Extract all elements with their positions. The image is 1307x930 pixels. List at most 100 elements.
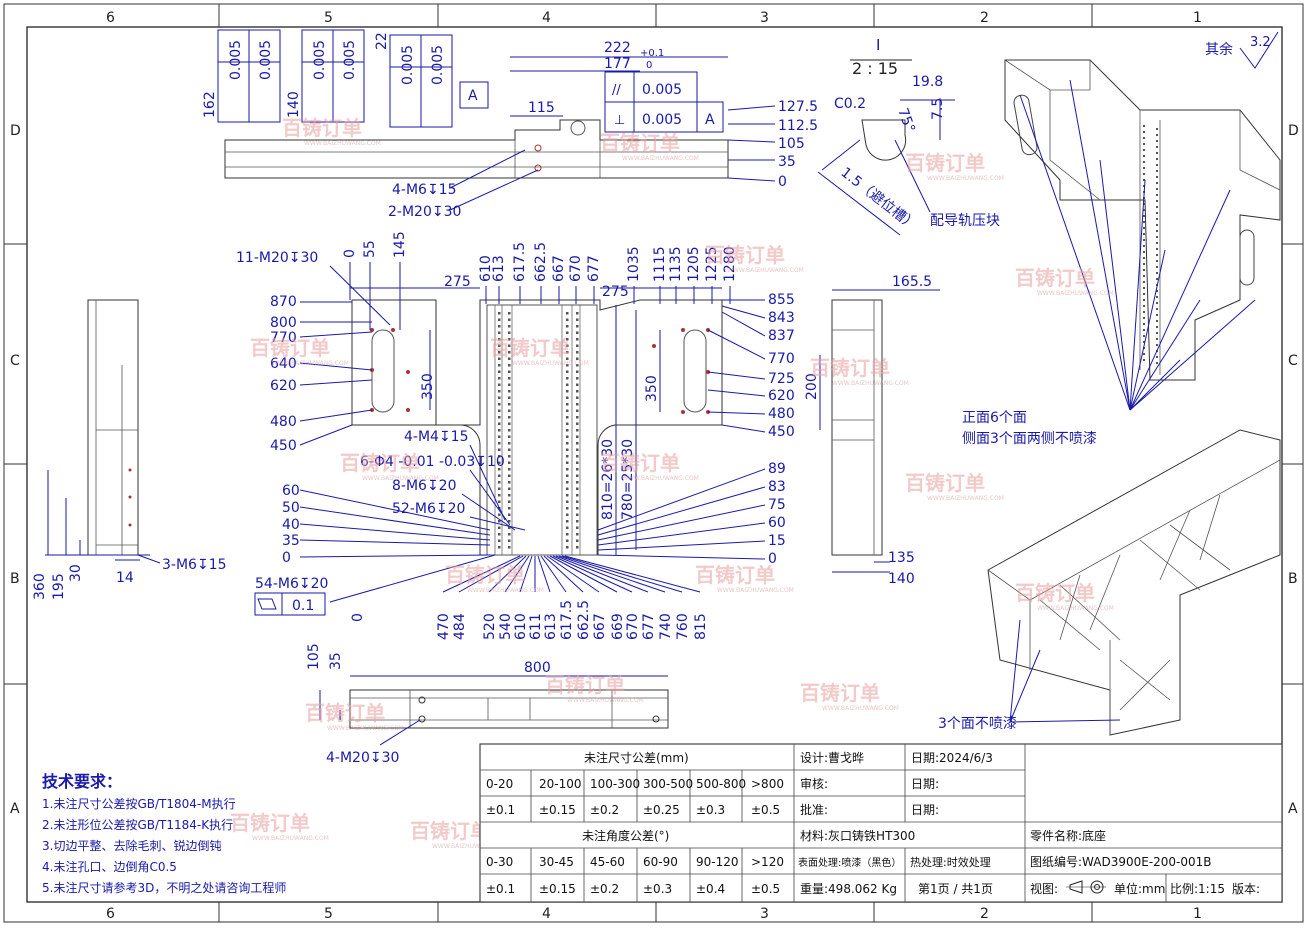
watermark-sub: WWW.BAIZHUWANG.COM <box>717 587 794 594</box>
watermark-text: 百铸订单 <box>305 701 385 725</box>
dim-195: 195 <box>51 573 67 600</box>
tech-item: 3.切边平整、去除毛刺、锐边倒钝 <box>42 838 221 853</box>
approve-field: 批准: <box>800 802 828 817</box>
col-label: 2 <box>980 10 989 26</box>
hole-note: 2-M20↧30 <box>388 204 461 220</box>
angle-75: 75° <box>894 106 918 135</box>
hole-note: 54-M6↧20 <box>255 576 328 592</box>
tol-cell: 300-500 <box>643 777 693 791</box>
watermark-text: 百铸订单 <box>705 243 785 267</box>
projection-icon <box>1066 880 1106 894</box>
watermark-text: 百铸订单 <box>905 471 985 495</box>
watermark-text: 百铸订单 <box>905 151 985 175</box>
dim-165-5: 165.5 <box>892 274 932 290</box>
perpendicular-icon: ⊥ <box>614 113 625 128</box>
tol-cell: 45-60 <box>590 855 625 869</box>
tol-lower: 0 <box>646 60 652 71</box>
paint-note: 侧面3个面两侧不喷漆 <box>962 431 1097 447</box>
level: 0 <box>768 551 777 567</box>
coord: 1135 <box>668 246 684 282</box>
datum-a: A <box>468 88 478 104</box>
iso-view-top: 正面6个面 侧面3个面两侧不喷漆 <box>962 59 1281 447</box>
coord: 677 <box>641 613 657 640</box>
tol-cell: 30-45 <box>539 855 574 869</box>
level: 640 <box>270 356 297 372</box>
level: 35 <box>282 533 300 549</box>
chamfer-label: C0.2 <box>834 96 866 112</box>
front-view: 870 800 770 640 620 480 450 60 50 40 35 … <box>236 231 821 640</box>
gdt-value: 0.005 <box>342 40 358 80</box>
row-label: A <box>10 801 20 817</box>
level: 83 <box>768 479 786 495</box>
dim-360: 360 <box>32 573 48 600</box>
hole-note: 4-M6↧15 <box>392 182 457 198</box>
watermark-text: 百铸订单 <box>600 131 680 155</box>
dim-350: 350 <box>420 373 436 400</box>
level: 770 <box>768 351 795 367</box>
design-field: 设计:曹戈晔 <box>800 751 864 765</box>
coord: 669 <box>610 613 626 640</box>
coord: 617.5 <box>512 242 528 282</box>
part-name-field: 零件名称:底座 <box>1030 828 1106 843</box>
weight-field: 重量:498.062 Kg <box>800 882 897 896</box>
watermark-text: 百铸订单 <box>282 116 362 140</box>
gdt-value: 0.005 <box>400 45 416 85</box>
rail-holes <box>498 312 579 549</box>
level-labels: 127.5 112.5 105 35 0 <box>727 99 818 190</box>
gdt-value: 0.005 <box>312 40 328 80</box>
level: 15 <box>768 533 786 549</box>
tol-cell: ±0.1 <box>486 882 515 896</box>
coord: 667 <box>592 613 608 640</box>
col-label: 3 <box>760 906 769 922</box>
watermark-text: 百铸订单 <box>1015 581 1095 605</box>
level: 770 <box>270 330 297 346</box>
level: 0 <box>282 550 291 566</box>
level: 127.5 <box>778 99 818 115</box>
watermark-sub: WWW.BAIZHUWANG.COM <box>327 725 404 732</box>
level: 60 <box>282 483 300 499</box>
watermark-sub: WWW.BAIZHUWANG.COM <box>252 835 329 842</box>
tol-cell: ±0.15 <box>539 882 576 896</box>
tol-cell: 0-20 <box>486 777 513 791</box>
tol-cell: 100-300 <box>590 777 640 791</box>
level: 870 <box>270 294 297 310</box>
top-labels-left: 0 55 145 275 275 <box>342 231 722 330</box>
gdt-value: 0.005 <box>642 112 682 128</box>
level: 450 <box>768 424 795 440</box>
tol-cell: 0-30 <box>486 855 513 869</box>
dim-35: 35 <box>328 652 344 670</box>
bottom-view: 800 105 35 4-M20↧30 <box>306 643 669 766</box>
flatness-icon <box>257 598 277 610</box>
tol-cell: 20-100 <box>539 777 582 791</box>
row-label: B <box>10 571 20 587</box>
level: 855 <box>768 292 795 308</box>
dim-222: 222 <box>604 40 631 56</box>
parallel-icon: // <box>612 83 621 98</box>
gdt-value: 0.1 <box>292 598 314 614</box>
watermark-sub: WWW.BAIZHUWANG.COM <box>467 587 544 594</box>
tech-item: 1.未注尺寸公差按GB/T1804-M执行 <box>42 796 236 811</box>
material-field: 材料:灰口铸铁HT300 <box>800 828 915 843</box>
top-view: 0.005 0.005 162 0.005 0.005 140 0.005 0.… <box>202 29 818 220</box>
coord: 1115 <box>652 246 668 282</box>
unit-field: 单位:mm <box>1114 881 1165 896</box>
left-levels: 870 800 770 640 620 480 450 <box>270 294 373 454</box>
tol-cell: >800 <box>751 777 784 791</box>
dim-350: 350 <box>644 375 660 402</box>
hole-note: 52-M6↧20 <box>392 501 465 517</box>
col-label: 1 <box>1193 10 1202 26</box>
gdt-datum: A <box>705 112 715 128</box>
watermark-sub: WWW.BAIZHUWANG.COM <box>927 175 1004 182</box>
coord: 610 <box>478 255 494 282</box>
tol-upper: +0.1 <box>640 48 664 59</box>
watermark-sub: WWW.BAIZHUWANG.COM <box>567 697 644 704</box>
review-field: 审核: <box>800 776 828 791</box>
watermark-sub: WWW.BAIZHUWANG.COM <box>362 475 439 482</box>
level: 75 <box>768 497 786 513</box>
hole-note: 4-M20↧30 <box>326 750 399 766</box>
dim-780: 780=25*30 <box>620 439 636 520</box>
watermark-text: 百铸订单 <box>230 811 310 835</box>
